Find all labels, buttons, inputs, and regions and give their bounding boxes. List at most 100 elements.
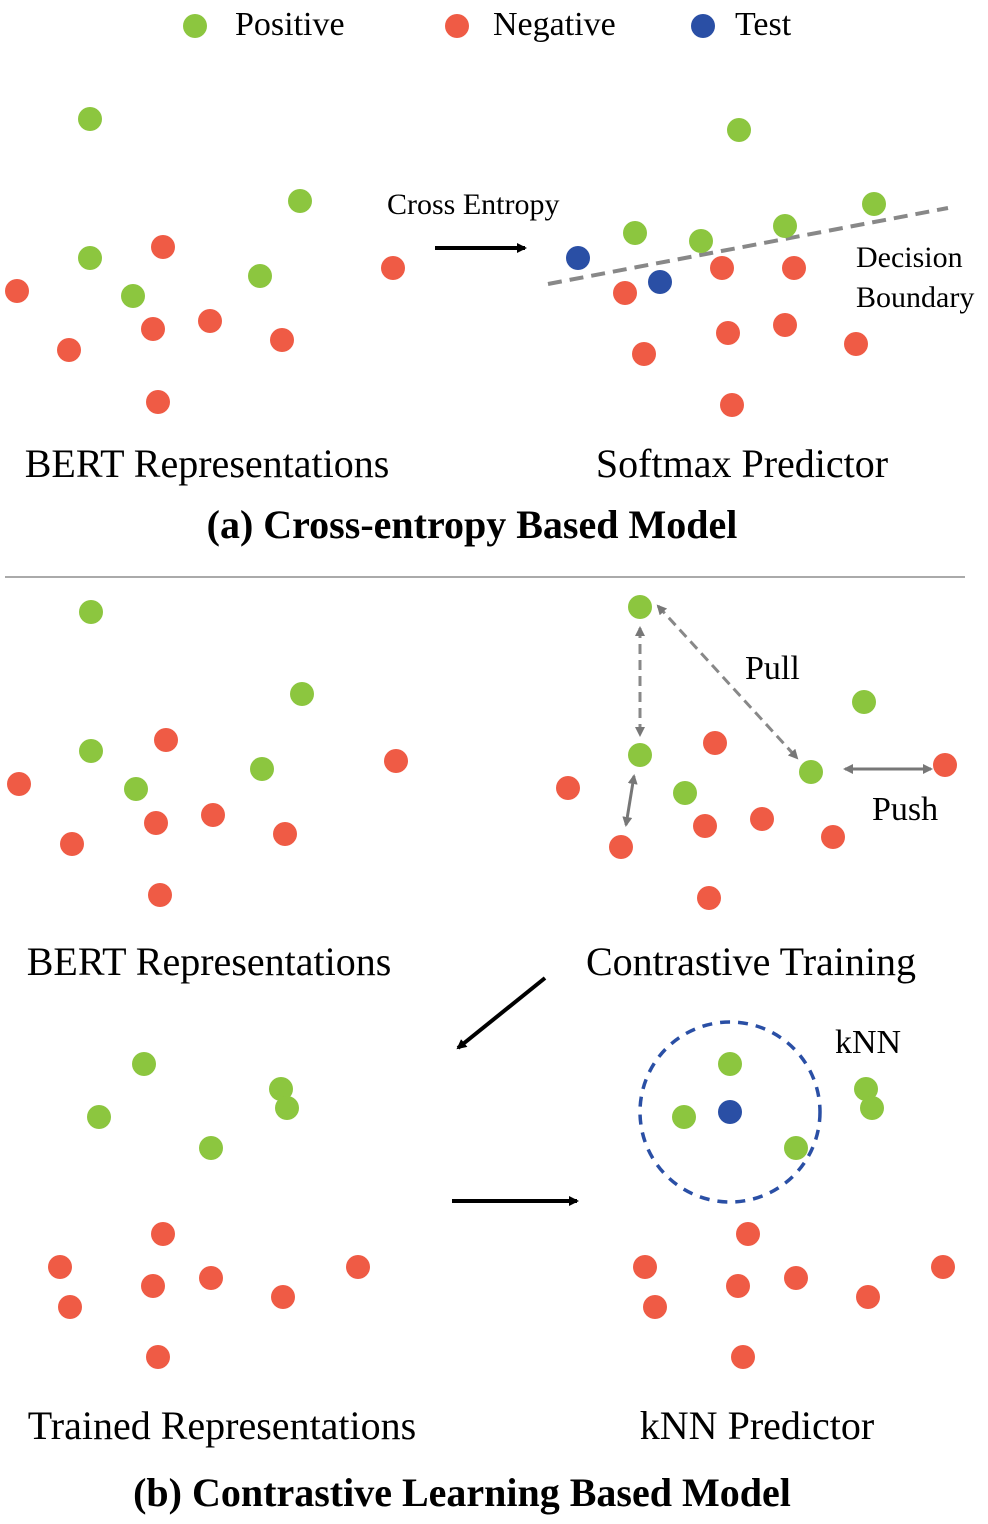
positive-point <box>132 1052 156 1076</box>
section-a-title: (a) Cross-entropy Based Model <box>207 502 738 547</box>
negative-point <box>271 1285 295 1309</box>
negative-point <box>381 256 405 280</box>
section-a-right-points <box>566 118 886 417</box>
negative-point <box>693 814 717 838</box>
positive-point <box>860 1096 884 1120</box>
negative-point <box>346 1255 370 1279</box>
negative-point <box>146 1345 170 1369</box>
negative-point <box>633 1255 657 1279</box>
knn-label: kNN <box>835 1024 901 1061</box>
section-b-top-right-label: Contrastive Training <box>586 939 916 984</box>
negative-point <box>731 1345 755 1369</box>
section-b-bottom-right-points <box>633 1052 955 1369</box>
positive-point <box>290 682 314 706</box>
negative-point <box>720 393 744 417</box>
negative-point <box>58 1295 82 1319</box>
test-point <box>648 270 672 294</box>
section-a-left-label: BERT Representations <box>25 441 390 486</box>
negative-point <box>784 1266 808 1290</box>
legend: Positive Negative Test <box>183 6 792 43</box>
contrastive-arrows <box>622 604 933 827</box>
negative-point <box>750 807 774 831</box>
positive-point <box>78 107 102 131</box>
negative-point <box>57 338 81 362</box>
knn-neighborhood-circle <box>638 1020 822 1204</box>
decision-boundary-line <box>547 206 949 286</box>
legend-test-label: Test <box>735 6 792 43</box>
negative-point <box>141 1274 165 1298</box>
negative-point <box>710 256 734 280</box>
positive-point <box>121 284 145 308</box>
negative-point <box>643 1295 667 1319</box>
test-point <box>718 1100 742 1124</box>
positive-point <box>87 1105 111 1129</box>
negative-point <box>199 1266 223 1290</box>
negative-point <box>198 309 222 333</box>
pull-label: Pull <box>745 650 800 687</box>
positive-point <box>773 214 797 238</box>
negative-point <box>151 235 175 259</box>
negative-point <box>782 256 806 280</box>
positive-point <box>672 1105 696 1129</box>
negative-point <box>716 321 740 345</box>
negative-point <box>736 1222 760 1246</box>
positive-point <box>673 781 697 805</box>
to-trained-arrow <box>456 976 547 1050</box>
negative-point <box>141 317 165 341</box>
positive-point <box>623 221 647 245</box>
positive-point <box>79 739 103 763</box>
positive-point <box>727 118 751 142</box>
positive-point <box>854 1077 878 1101</box>
section-b-bottom-right-label: kNN Predictor <box>640 1403 874 1448</box>
decision-boundary-label-line2: Boundary <box>856 281 974 314</box>
section-b-top-right-points <box>556 595 957 910</box>
negative-point <box>856 1285 880 1309</box>
decision-boundary-label-line1: Decision <box>856 241 963 274</box>
positive-point <box>718 1052 742 1076</box>
legend-positive-label: Positive <box>235 6 345 43</box>
cross-entropy-label: Cross Entropy <box>387 188 560 221</box>
negative-point <box>609 835 633 859</box>
negative-point <box>697 886 721 910</box>
positive-point <box>852 690 876 714</box>
negative-point <box>5 279 29 303</box>
positive-point <box>628 595 652 619</box>
negative-point <box>933 753 957 777</box>
section-b-title: (b) Contrastive Learning Based Model <box>133 1470 791 1515</box>
section-b-bottom-left-label: Trained Representations <box>28 1403 416 1448</box>
negative-point <box>201 803 225 827</box>
negative-point <box>273 822 297 846</box>
positive-point <box>269 1077 293 1101</box>
negative-point <box>60 832 84 856</box>
negative-point <box>844 332 868 356</box>
positive-point <box>784 1136 808 1160</box>
section-b-bottom-left-points <box>48 1052 370 1369</box>
negative-point <box>151 1222 175 1246</box>
negative-point <box>726 1274 750 1298</box>
negative-point <box>613 281 637 305</box>
negative-point <box>821 825 845 849</box>
negative-point <box>270 328 294 352</box>
section-b-top-left-points <box>7 600 408 907</box>
positive-point <box>79 600 103 624</box>
negative-point <box>146 390 170 414</box>
legend-negative-dot <box>445 14 469 38</box>
negative-point <box>7 772 31 796</box>
section-b-top-left-label: BERT Representations <box>27 939 392 984</box>
legend-positive-dot <box>183 14 207 38</box>
negative-point <box>703 731 727 755</box>
positive-point <box>248 264 272 288</box>
positive-point <box>275 1096 299 1120</box>
negative-point <box>148 883 172 907</box>
negative-point <box>773 313 797 337</box>
positive-point <box>628 743 652 767</box>
positive-point <box>288 189 312 213</box>
positive-point <box>799 760 823 784</box>
negative-point <box>48 1255 72 1279</box>
test-point <box>566 246 590 270</box>
negative-point <box>556 776 580 800</box>
negative-point <box>384 749 408 773</box>
positive-point <box>689 229 713 253</box>
legend-test-dot <box>691 14 715 38</box>
